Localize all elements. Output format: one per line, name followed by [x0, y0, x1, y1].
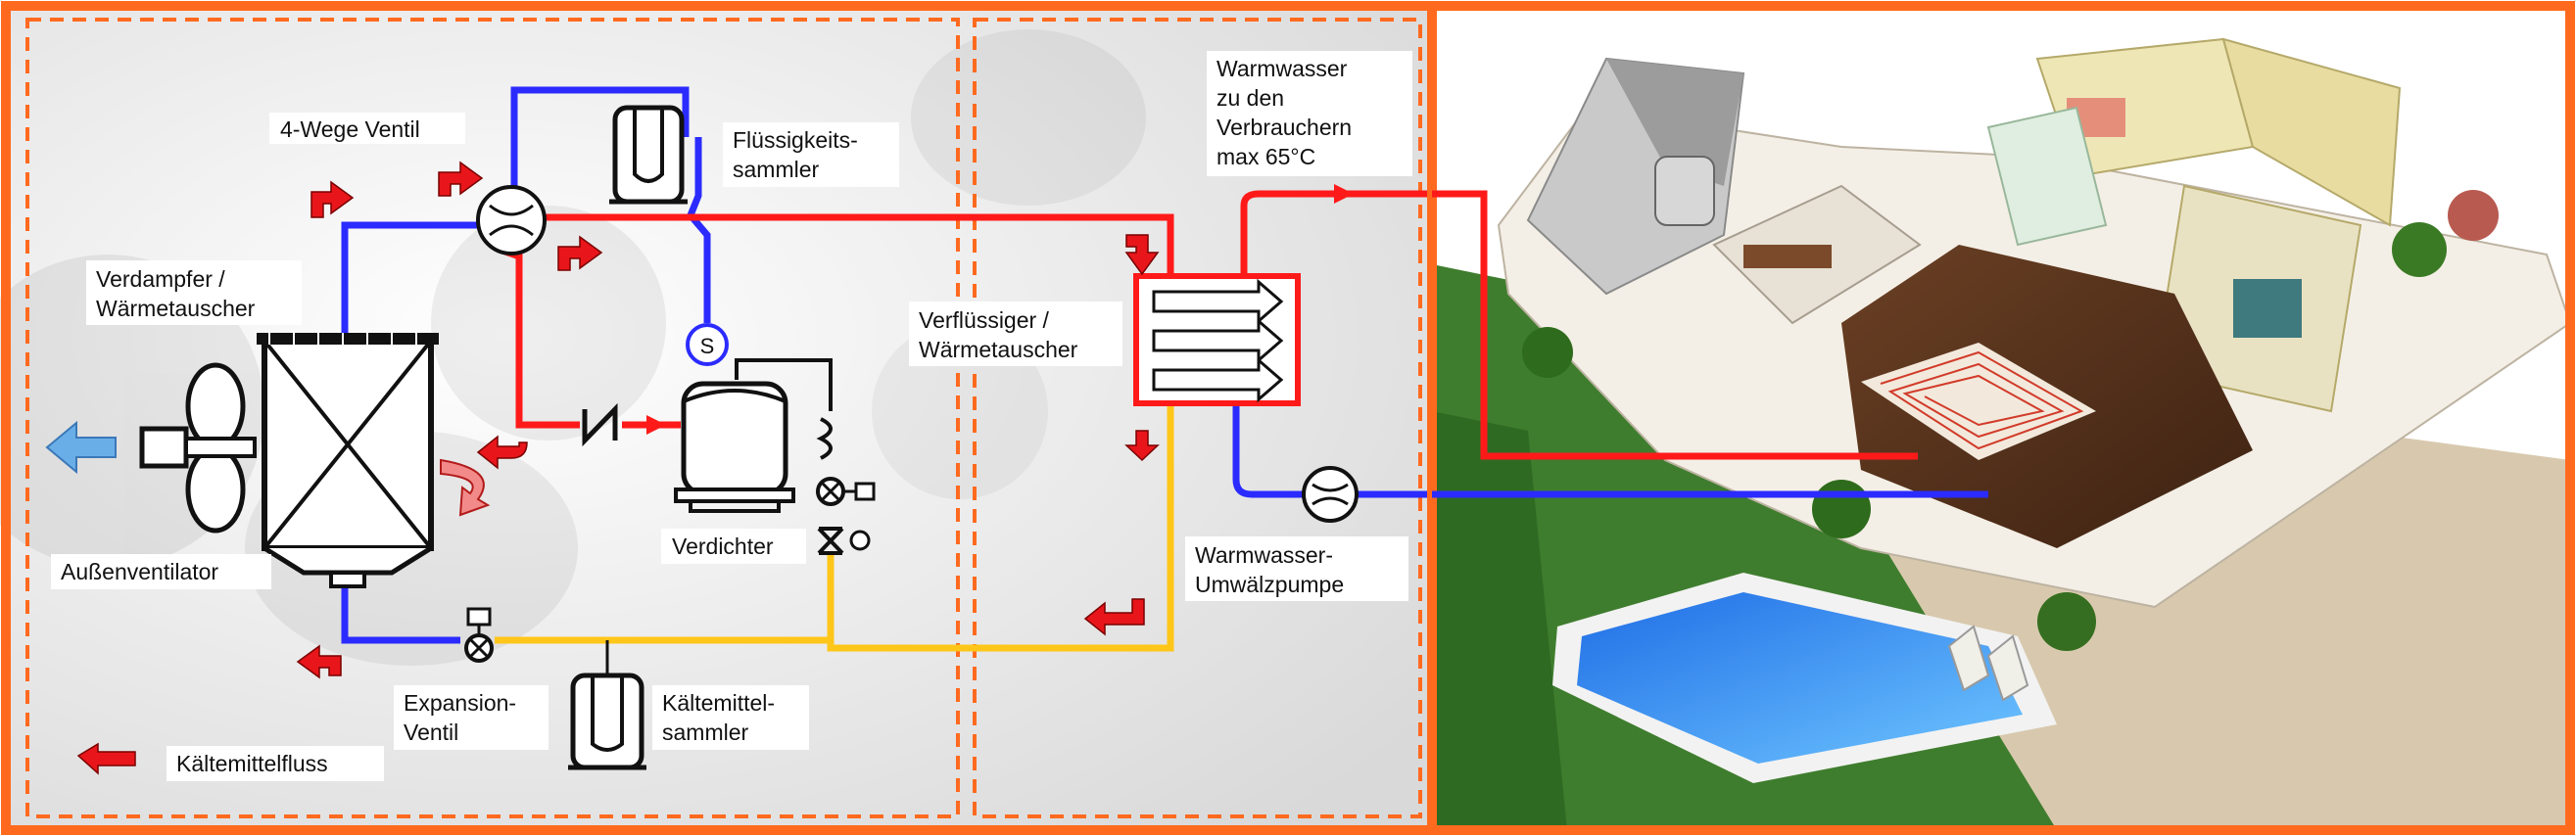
flow-arrow	[1083, 598, 1145, 636]
flow-arrow	[476, 435, 528, 470]
indoor-unit-frame	[973, 18, 1422, 818]
sensor: S	[686, 323, 729, 366]
check-valve	[582, 402, 618, 447]
four-way-valve	[476, 185, 547, 255]
hot-water-supply-line	[1432, 190, 1918, 460]
hot-water-direction-arrow	[1334, 184, 1354, 204]
evaporator-heat-exchanger	[257, 333, 439, 588]
bathroom	[1986, 106, 2108, 247]
label-bg	[1207, 51, 1412, 176]
kitchen-counter	[1743, 245, 1832, 268]
flow-direction-marker	[646, 415, 666, 435]
expansion-valve	[464, 607, 494, 663]
schematic-panel: S	[0, 1, 1437, 835]
label-hot-water-4: max 65°C	[1216, 144, 1315, 169]
bed	[2233, 279, 2302, 338]
label-bg	[167, 746, 384, 781]
flow-arrow	[310, 180, 355, 218]
label-bg	[723, 122, 899, 187]
house-illustration	[1427, 1, 2575, 835]
label-expansion-1: Expansion-	[404, 690, 516, 716]
liquid-collector	[609, 105, 688, 205]
label-4-way-valve: 4-Wege Ventil	[280, 116, 420, 142]
solenoid-valve	[816, 417, 876, 506]
label-pump-2: Umwälzpumpe	[1195, 572, 1344, 597]
plant	[1812, 480, 1871, 538]
shutoff-valve	[817, 527, 871, 555]
plant-flowering	[2448, 190, 2499, 241]
label-outdoor-fan: Außenventilator	[61, 559, 218, 584]
plant	[1430, 509, 1508, 587]
label-bg	[909, 302, 1122, 366]
bedroom-right	[2221, 37, 2402, 227]
condenser-heat-exchanger	[1133, 273, 1301, 406]
label-bg	[661, 529, 806, 564]
cold-pipe-valve-collector	[510, 86, 690, 196]
label-condenser-2: Wärmetauscher	[919, 337, 1078, 362]
label-evaporator-2: Wärmetauscher	[96, 296, 256, 321]
flow-arrow	[296, 644, 342, 679]
floor-heating-coils	[1880, 350, 2084, 450]
cold-pipe-evaporator-valve	[341, 221, 480, 341]
refrigerant-collector	[568, 673, 646, 770]
label-pump-1: Warmwasser-	[1195, 542, 1333, 568]
label-bg	[86, 260, 302, 325]
compressor-discharge-line	[735, 358, 833, 411]
air-flow-arrow	[45, 420, 117, 475]
label-hot-water-2: zu den	[1216, 85, 1284, 111]
label-condenser-1: Verflüssiger /	[919, 307, 1050, 333]
liquid-pipe-to-valves	[827, 553, 970, 652]
flow-arrow	[1124, 430, 1160, 462]
flow-arrow	[557, 235, 603, 271]
refrigerant-flow-arrows	[76, 161, 1160, 775]
label-refrigerant-collector-2: sammler	[662, 720, 749, 745]
compressor	[674, 381, 795, 513]
cold-pipe-evaporator-expansion	[341, 568, 460, 644]
house-frame	[1427, 1, 2575, 835]
plant	[2392, 222, 2447, 277]
label-bg	[394, 685, 549, 750]
return-water-pipe	[1232, 392, 1303, 498]
legend-arrow	[76, 742, 136, 775]
flow-arrow	[1124, 234, 1160, 276]
hot-water-outlet-pipe	[1240, 190, 1432, 317]
label-bg	[51, 554, 271, 589]
label-expansion-2: Ventil	[404, 720, 458, 745]
outdoor-unit-frame	[25, 18, 960, 818]
pool-water	[1577, 592, 2023, 764]
label-bg	[652, 685, 809, 750]
garage-inner-wall	[1606, 59, 1743, 186]
label-liquid-collector-1: Flüssigkeits-	[733, 127, 858, 153]
plant	[2037, 592, 2096, 651]
flow-arrow	[438, 161, 484, 197]
label-bg	[1185, 536, 1408, 601]
circulation-pump	[1302, 466, 1359, 523]
outdoor-fan	[139, 362, 257, 534]
label-refrigerant-flow: Kältemittelfluss	[176, 751, 328, 776]
fan-rotation-arrow	[440, 458, 491, 517]
liquid-pipe-condenser-out	[970, 392, 1174, 652]
label-hot-water-1: Warmwasser	[1216, 56, 1348, 81]
car	[1654, 156, 1715, 226]
label-bg	[269, 113, 465, 144]
label-compressor: Verdichter	[672, 534, 774, 559]
deck-chair	[1986, 634, 2029, 702]
deck-chair	[1947, 625, 1990, 692]
label-evaporator-1: Verdampfer /	[96, 266, 225, 292]
label-liquid-collector-2: sammler	[733, 157, 820, 182]
plant	[1522, 327, 1573, 378]
label-refrigerant-collector-1: Kältemittel-	[662, 690, 775, 716]
label-hot-water-3: Verbrauchern	[1216, 115, 1352, 140]
sensor-symbol: S	[700, 334, 715, 358]
